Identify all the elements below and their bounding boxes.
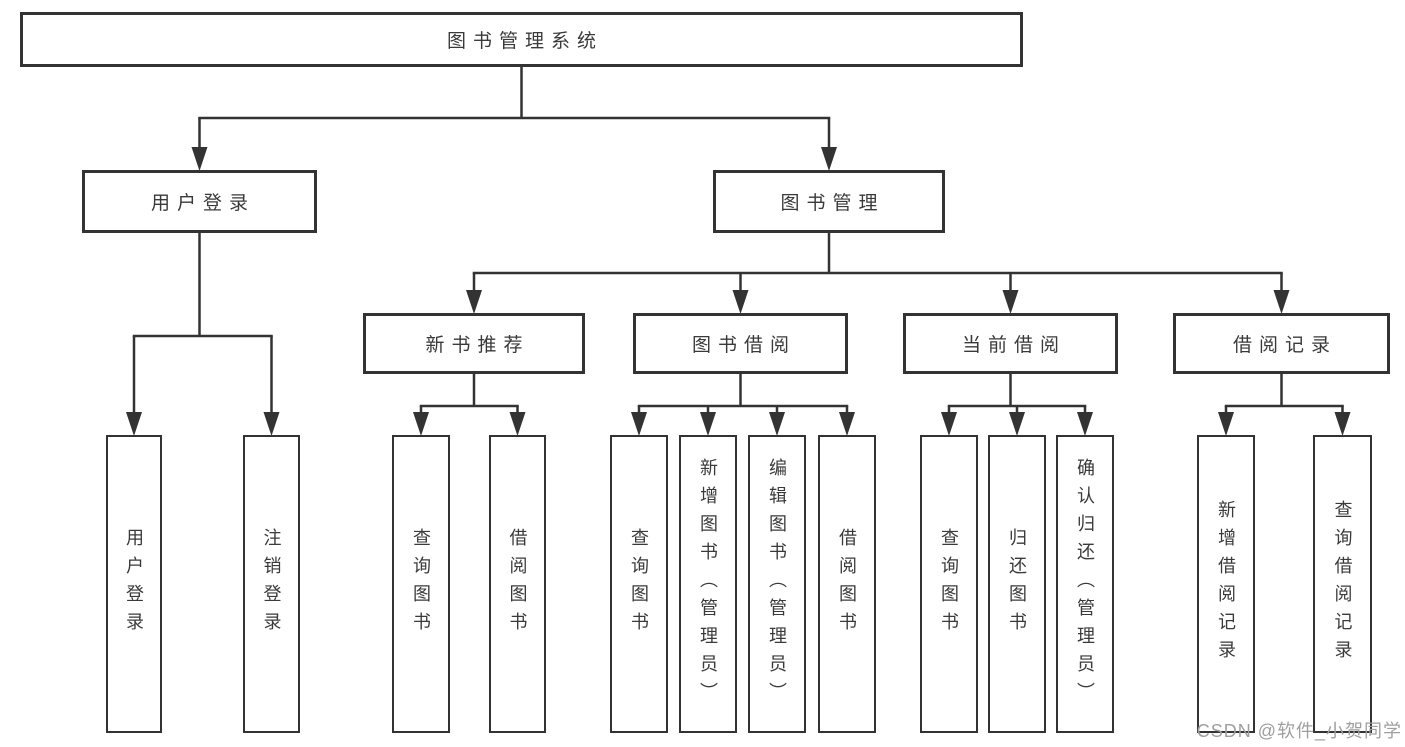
node-bb-borrow-book: 借阅图书	[818, 435, 876, 733]
node-new-book-recommend: 新书推荐	[363, 313, 585, 374]
arrowhead-icon	[821, 147, 837, 171]
node-borrow-records: 借阅记录	[1173, 313, 1390, 374]
node-bb-query-book: 查询图书	[610, 435, 668, 733]
node-cb-confirm-return: 确认归还（管理员）	[1056, 435, 1114, 733]
arrowhead-icon	[1273, 290, 1290, 314]
arrowhead-icon	[941, 412, 957, 436]
node-user-login: 用户登录	[82, 170, 317, 233]
node-current-borrow: 当前借阅	[903, 313, 1118, 374]
arrowhead-icon	[263, 412, 280, 436]
arrowhead-icon	[1077, 412, 1093, 436]
node-bb-add-book: 新增图书（管理员）	[679, 435, 737, 733]
node-nbr-borrow-book: 借阅图书	[489, 435, 546, 733]
arrowhead-icon	[413, 412, 429, 436]
node-book-borrow: 图书借阅	[633, 313, 848, 374]
arrowhead-icon	[1334, 412, 1351, 436]
node-nbr-query-book: 查询图书	[392, 435, 450, 733]
arrowhead-icon	[1002, 290, 1019, 314]
node-book-management: 图书管理	[713, 170, 945, 233]
arrowhead-icon	[126, 412, 142, 436]
arrowhead-icon	[631, 412, 647, 436]
arrowhead-icon	[1218, 412, 1234, 436]
arrowhead-icon	[769, 412, 785, 436]
watermark-text: CSDN @软件_小贺同学	[1196, 721, 1402, 741]
node-cb-query-book: 查询图书	[920, 435, 978, 733]
arrowhead-icon	[509, 412, 526, 436]
arrowhead-icon	[732, 290, 749, 314]
arrowhead-icon	[839, 412, 855, 436]
node-logout: 注销登录	[243, 435, 300, 733]
arrowhead-icon	[1009, 412, 1025, 436]
node-br-query-record: 查询借阅记录	[1313, 435, 1372, 733]
node-user-login-leaf: 用户登录	[106, 435, 162, 733]
arrowhead-icon	[700, 412, 716, 436]
node-root: 图书管理系统	[20, 12, 1023, 67]
node-bb-edit-book: 编辑图书（管理员）	[748, 435, 806, 733]
arrowhead-icon	[191, 147, 208, 171]
node-br-add-record: 新增借阅记录	[1197, 435, 1255, 733]
arrowhead-icon	[466, 290, 482, 314]
node-cb-return-book: 归还图书	[988, 435, 1046, 733]
